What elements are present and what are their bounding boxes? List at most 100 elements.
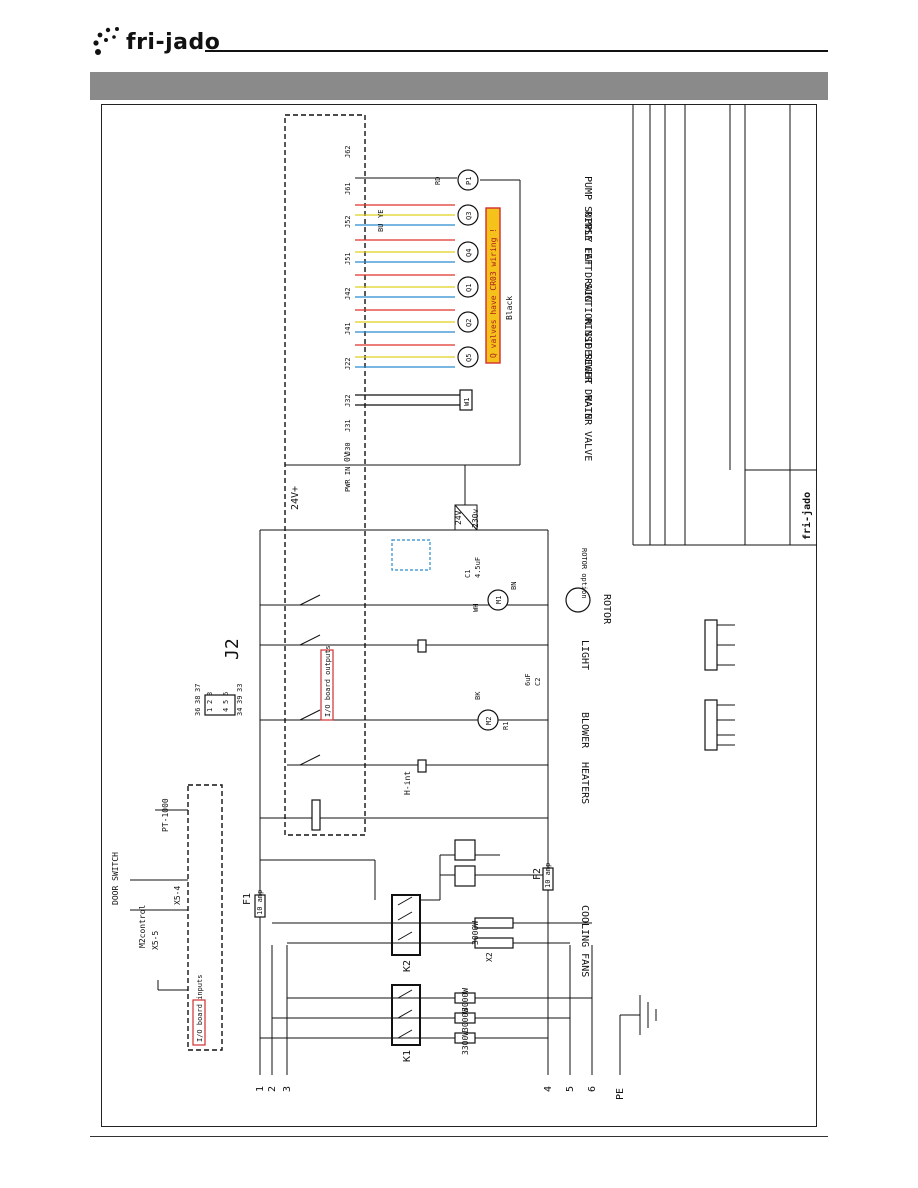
j2-title: J2	[222, 638, 243, 660]
transformer-primary: 230v	[471, 509, 480, 528]
diagram-frame	[101, 104, 817, 1127]
inputs-callout	[192, 999, 206, 1046]
terminal-block-bottom	[704, 699, 718, 751]
j2-wire-33: 33	[236, 684, 244, 692]
terminal-right-6: 6	[587, 1086, 598, 1092]
q3-coil	[457, 204, 479, 226]
valve-q5-id: Q5	[465, 354, 473, 362]
j2-wire-37: 37	[194, 684, 202, 692]
rotor-motor	[487, 589, 509, 611]
wire-bn: BN	[510, 582, 518, 590]
door-switch-label: DOOR SWITCH	[111, 852, 120, 905]
j2-pin-3: 3	[206, 692, 214, 696]
c2-label: C2	[534, 678, 542, 686]
rotor-option-label: ROTOR option	[580, 548, 588, 599]
w1-coil	[459, 389, 473, 411]
relay-j42: J42	[344, 287, 352, 300]
valve-w1-id: W1	[463, 398, 471, 406]
brand-name: fri-jado	[126, 30, 221, 55]
pt1000-label: PT-1000	[161, 798, 170, 832]
heater-x2-a	[474, 917, 514, 929]
terminal-right-4: 4	[543, 1086, 554, 1092]
heater-3000w-b-label: 3000W	[461, 988, 470, 1012]
relay-j61: J61	[344, 182, 352, 195]
j2-wire-39: 39	[236, 696, 244, 704]
q1-coil	[457, 276, 479, 298]
f1-label: F1	[242, 893, 253, 905]
m2-label: M2	[485, 717, 493, 725]
valve-q4-name: FAT DRAIN	[582, 248, 593, 302]
valve-p1-id: P1	[465, 177, 473, 185]
heater-x2-power: 3000W	[471, 921, 480, 945]
p1-coil	[457, 169, 479, 191]
q5-coil	[457, 346, 479, 368]
h-int-label: H-int	[403, 771, 412, 795]
f1-rating: 10 amp	[256, 890, 264, 915]
header-rule	[205, 50, 828, 52]
heater-3000w-a	[454, 992, 476, 1004]
terminal-right-5: 5	[565, 1086, 576, 1092]
light-label: LIGHT	[579, 640, 590, 670]
valve-p1-name: PUMP SUPPLY	[582, 176, 593, 242]
relay-zero: 0V	[343, 452, 352, 462]
j2-pin-4: 4	[222, 708, 230, 712]
valve-q4-id: Q4	[465, 249, 473, 257]
k2-label: K2	[402, 960, 413, 972]
valve-q5-name: SEWER DRAIN	[582, 353, 593, 419]
valve-w1-name: WATER VALVE	[582, 395, 593, 461]
heater-x2-label: X2	[485, 952, 494, 962]
valve-note-box	[485, 207, 501, 364]
valve-q1-name: SUCTION SIDE	[582, 283, 593, 355]
valve-q2-id: Q2	[465, 319, 473, 327]
inputs-title: I/O board inputs	[196, 975, 204, 1042]
terminal-pe: PE	[615, 1088, 626, 1100]
x5-4-label: X5-4	[173, 886, 182, 905]
c1-value: 4.5uF	[474, 557, 482, 578]
relay-j30: J30	[344, 442, 352, 455]
wire-rd: RD	[434, 177, 442, 185]
relay-j22: J22	[344, 357, 352, 370]
cooling-fan-2	[454, 865, 476, 887]
relay-j32: J32	[344, 394, 352, 407]
heaters-label: HEATERS	[579, 762, 590, 804]
heater-3000w-b	[454, 1012, 476, 1024]
transformer-secondary: 24V	[454, 510, 463, 525]
rotor-label: ROTOR	[601, 594, 612, 625]
heater-3300w	[454, 1032, 476, 1044]
q2-coil	[457, 311, 479, 333]
j2-wire-36: 36	[194, 708, 202, 716]
s3-switch	[391, 539, 431, 571]
logo-dots-icon	[93, 27, 119, 55]
valve-q3-name: RINSE LEFT	[582, 211, 593, 271]
f2-label: F2	[532, 868, 543, 880]
r1-label: R1	[502, 722, 510, 730]
header-bar	[90, 72, 828, 100]
light-lamp	[417, 639, 427, 653]
x5-5-label: X5-5	[151, 931, 160, 950]
outputs-callout	[320, 649, 334, 721]
valve-q3-id: Q3	[465, 212, 473, 220]
k1-label: K1	[402, 1050, 413, 1062]
j2-pin-5: 5	[222, 700, 230, 704]
wire-bu: BU	[377, 224, 385, 232]
valve-note: Q valves have CR03 wiring !	[489, 228, 498, 358]
valve-q1-id: Q1	[465, 284, 473, 292]
heater-3000w-a-label: 3000W	[461, 1008, 470, 1032]
terminal-left-3: 3	[282, 1086, 293, 1092]
relay-supply: 24V+	[290, 486, 301, 510]
terminal-block-top	[704, 619, 718, 671]
door-contact	[311, 799, 321, 831]
q4-coil	[457, 241, 479, 263]
title-block-company: fri-jado	[801, 492, 813, 540]
outputs-title: I/O board outputs	[324, 645, 332, 717]
wire-ye: YE	[377, 210, 385, 218]
heater-relay	[417, 759, 427, 773]
footer-rule	[90, 1136, 828, 1137]
j2-pin-6: 6	[222, 692, 230, 696]
wire-bk: BK	[474, 691, 482, 700]
blower-label: BLOWER	[579, 712, 590, 749]
relay-pwr-in: PWR IN	[344, 467, 352, 492]
valve-q2-name: RINSE RIGHT	[582, 318, 593, 384]
j2-wire-38: 38	[194, 696, 202, 704]
